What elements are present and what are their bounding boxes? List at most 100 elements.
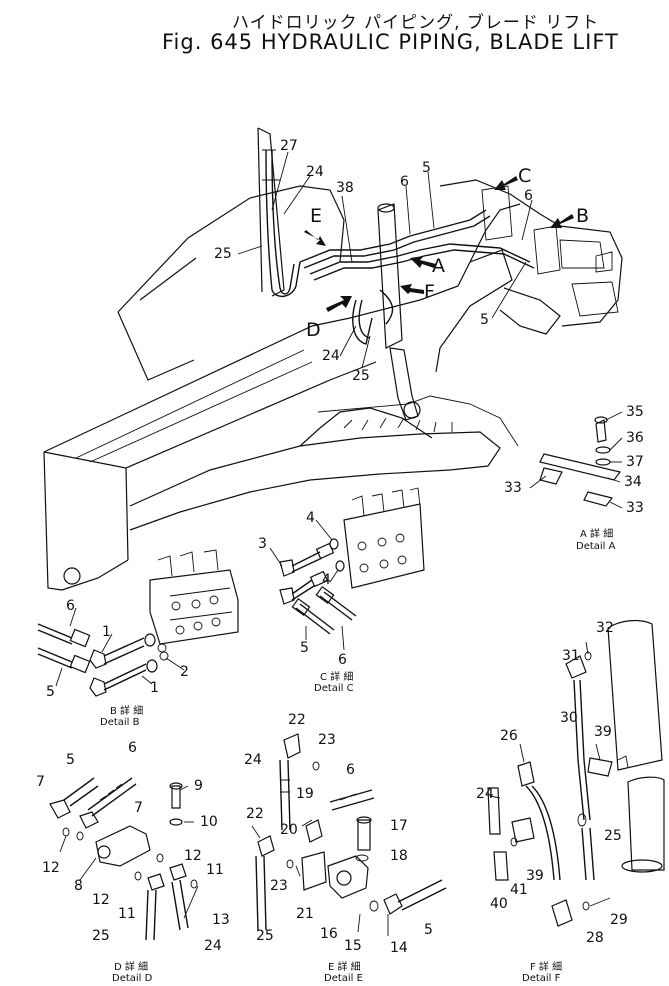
callout-f-39: 39: [594, 724, 612, 740]
callout-e-20: 20: [280, 822, 298, 838]
detail-a-caption: Detail A: [576, 541, 616, 552]
detail-d-drawing: [49, 777, 199, 941]
callout-25b: 25: [352, 368, 370, 384]
callout-d-25: 25: [92, 928, 110, 944]
callout-e-19: 19: [296, 786, 314, 802]
detail-e-caption: Detail E: [324, 973, 363, 984]
callout-c-6: 6: [338, 652, 347, 668]
callout-e-22b: 22: [246, 806, 264, 822]
detail-c-drawing: [269, 487, 425, 651]
arrow-label-c: C: [518, 165, 531, 187]
callout-e-17: 17: [390, 818, 408, 834]
detail-c-caption-jp: C 詳 細: [320, 670, 353, 683]
arrow-label-f: F: [424, 281, 435, 303]
callout-36: 36: [626, 430, 644, 446]
arrow-b-icon: [550, 214, 574, 228]
callout-34: 34: [624, 474, 642, 490]
callout-b-1: 1: [102, 624, 111, 640]
callout-d-24: 24: [204, 938, 222, 954]
main-callout-leaders: [237, 151, 533, 369]
detail-f-caption-jp: F 詳 細: [530, 960, 562, 973]
callout-e-24: 24: [244, 752, 262, 768]
callout-33: 33: [504, 480, 522, 496]
figure-title-japanese: ハイドロリック パイピング, ブレード リフト: [232, 13, 600, 33]
detail-b-caption: Detail B: [100, 717, 140, 728]
detail-b-caption-jp: B 詳 細: [110, 704, 143, 717]
detail-a-drawing: [529, 411, 623, 509]
callout-f-24: 24: [476, 786, 494, 802]
callout-33b: 33: [626, 500, 644, 516]
callout-d-11: 11: [206, 862, 224, 878]
detail-b-drawing: [37, 549, 239, 697]
callout-24: 24: [306, 164, 324, 180]
callout-f-31: 31: [562, 648, 580, 664]
arrow-e-icon: [304, 230, 326, 246]
callout-f-29: 29: [610, 912, 628, 928]
callout-d-12: 12: [42, 860, 60, 876]
callout-5b: 5: [480, 312, 489, 328]
callout-b-5: 5: [46, 684, 55, 700]
arrow-c-icon: [494, 176, 518, 190]
callout-e-6: 6: [346, 762, 355, 778]
callout-f-39b: 39: [526, 868, 544, 884]
detail-d-caption: Detail D: [112, 973, 153, 984]
arrow-label-d: D: [306, 319, 321, 341]
arrow-f-icon: [400, 284, 424, 294]
arrow-label-b: B: [576, 205, 589, 227]
arrow-d-icon: [326, 296, 352, 312]
callout-e-23b: 23: [270, 878, 288, 894]
callout-d-12c: 12: [184, 848, 202, 864]
callout-f-26: 26: [500, 728, 518, 744]
callout-e-23: 23: [318, 732, 336, 748]
arrow-a-icon: [410, 256, 436, 268]
callout-25: 25: [214, 246, 232, 262]
callout-f-41: 41: [510, 882, 528, 898]
callout-d-10: 10: [200, 814, 218, 830]
callout-5: 5: [422, 160, 431, 176]
callout-e-16: 16: [320, 926, 338, 942]
callout-e-21: 21: [296, 906, 314, 922]
callout-c-4: 4: [306, 510, 315, 526]
callout-d-9: 9: [194, 778, 203, 794]
callout-6: 6: [400, 174, 409, 190]
callout-e-5: 5: [424, 922, 433, 938]
callout-37: 37: [626, 454, 644, 470]
callout-b-6: 6: [66, 598, 75, 614]
callout-b-2: 2: [180, 664, 189, 680]
callout-d-5: 5: [66, 752, 75, 768]
callout-b-1b: 1: [150, 680, 159, 696]
callout-d-6: 6: [128, 740, 137, 756]
callout-c-5: 5: [300, 640, 309, 656]
detail-f-drawing: [487, 619, 665, 927]
callout-d-7b: 7: [134, 800, 143, 816]
callout-e-18: 18: [390, 848, 408, 864]
callout-d-8: 8: [74, 878, 83, 894]
detail-e-drawing: [251, 733, 447, 936]
callout-e-22: 22: [288, 712, 306, 728]
callout-e-25: 25: [256, 928, 274, 944]
callout-c-3: 3: [258, 536, 267, 552]
figure-title: Fig. 645 HYDRAULIC PIPING, BLADE LIFT: [162, 30, 619, 54]
callout-27: 27: [280, 138, 298, 154]
detail-d-caption-jp: D 詳 細: [114, 960, 148, 973]
detail-f-caption: Detail F: [522, 973, 561, 984]
callout-d-13: 13: [212, 912, 230, 928]
callout-f-32: 32: [596, 620, 614, 636]
callout-f-28: 28: [586, 930, 604, 946]
main-assembly-drawing: [43, 127, 623, 591]
callout-35: 35: [626, 404, 644, 420]
callout-d-11b: 11: [118, 906, 136, 922]
detail-e-caption-jp: E 詳 細: [328, 960, 361, 973]
callout-d-7: 7: [36, 774, 45, 790]
callout-f-25: 25: [604, 828, 622, 844]
detail-c-caption: Detail C: [314, 683, 354, 694]
detail-arrows: [304, 176, 574, 312]
callout-f-30: 30: [560, 710, 578, 726]
callout-e-15: 15: [344, 938, 362, 954]
arrow-label-e: E: [310, 205, 322, 227]
callout-e-14: 14: [390, 940, 408, 956]
callout-c-4b: 4: [322, 572, 331, 588]
callout-6b: 6: [524, 188, 533, 204]
callout-d-12b: 12: [92, 892, 110, 908]
